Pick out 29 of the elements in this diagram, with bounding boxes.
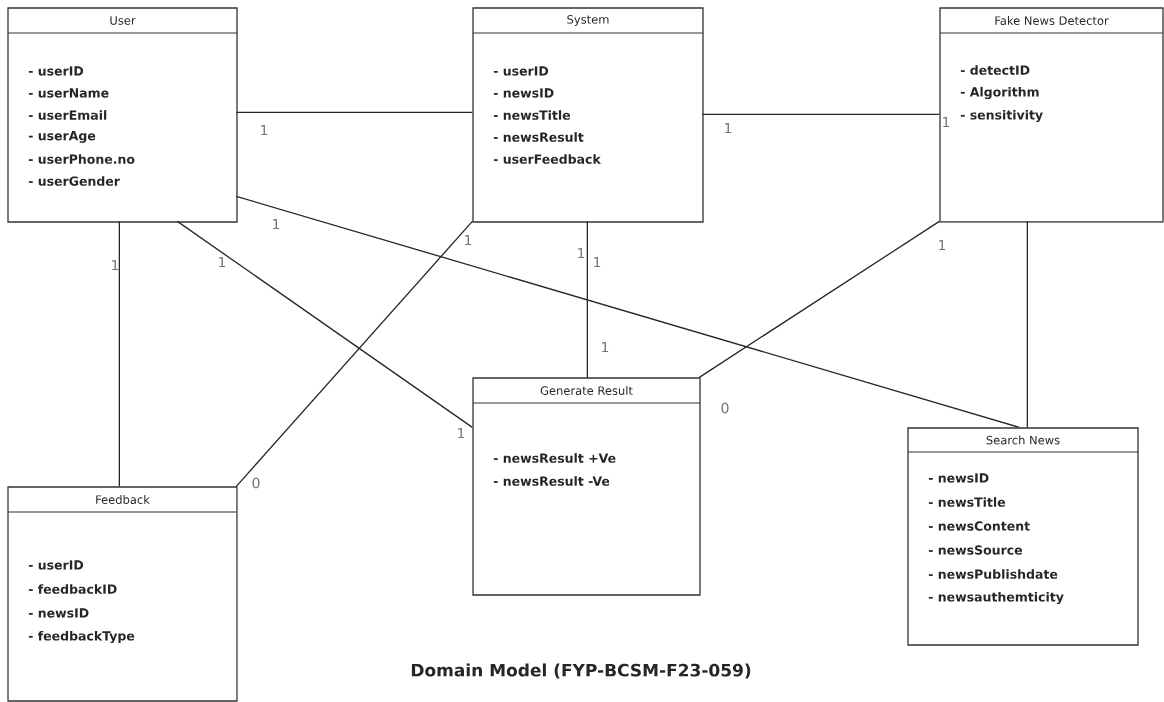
association-line	[118, 220, 120, 487]
class-box: Search News - newsID - newsTitle - newsContent - newsSource - newsPublishdate - newsauthemticity	[907, 427, 1139, 646]
association-line	[586, 220, 588, 378]
association-line	[701, 113, 940, 115]
association-line	[1026, 220, 1028, 428]
association-line	[176, 220, 473, 428]
multiplicity-label: 1	[594, 256, 601, 268]
association-line	[698, 220, 940, 378]
multiplicity-label: 1	[602, 341, 609, 353]
class-box: Feedback - userID - feedbackID - newsID - feedbackType	[7, 486, 238, 702]
class-box: Generate Result - newsResult +Ve - newsResult -Ve	[472, 377, 701, 596]
multiplicity-label: 1	[273, 218, 280, 230]
association-line	[235, 195, 1020, 428]
multiplicity-label: 1	[458, 427, 465, 439]
multiplicity-label: 1	[261, 124, 268, 136]
multiplicity-label: 1	[465, 234, 472, 246]
multiplicity-label: 1	[112, 259, 119, 271]
association-line	[235, 111, 473, 113]
class-box: User - userID - userName - userEmail - userAge - userPhone.no - userGender	[7, 7, 238, 223]
multiplicity-label: 1	[219, 256, 226, 268]
multiplicity-label: 0	[721, 402, 729, 414]
association-line	[235, 220, 473, 487]
multiplicity-label: 1	[725, 122, 732, 134]
title: Domain Model (FYP-BCSM-F23-059)	[411, 663, 751, 679]
multiplicity-label: 0	[252, 477, 260, 489]
multiplicity-label: 1	[578, 247, 585, 259]
class-box: System - userID - newsID - newsTitle - newsResult - userFeedback	[472, 7, 704, 223]
multiplicity-label: 1	[939, 239, 946, 251]
multiplicity-label: 1	[943, 116, 950, 128]
